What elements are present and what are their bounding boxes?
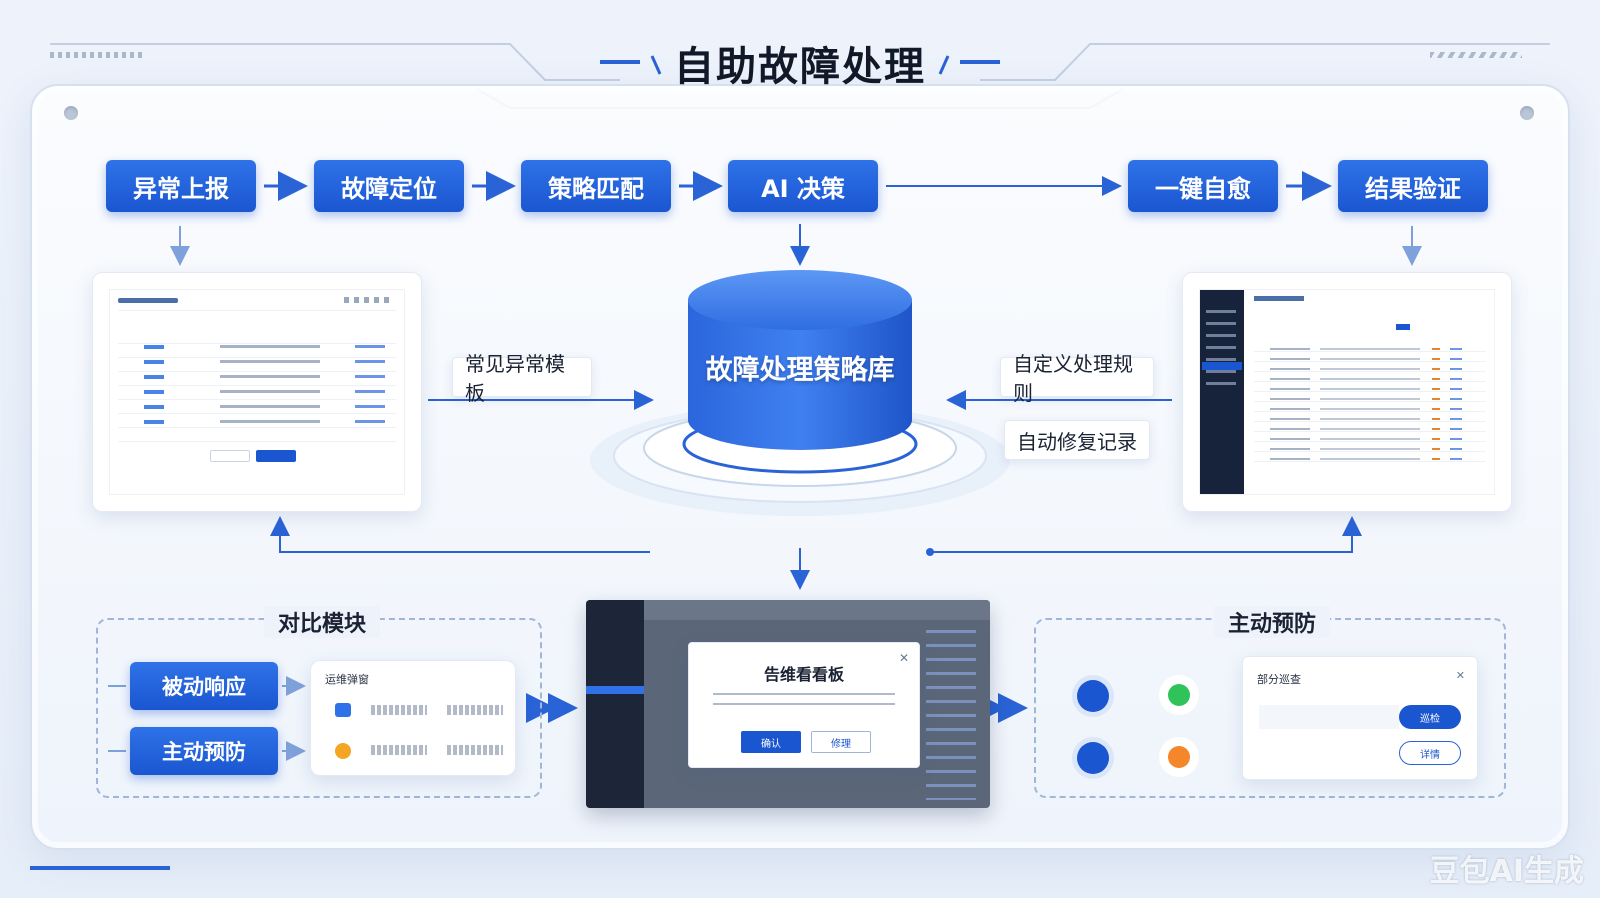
- passive-response-button[interactable]: 被动响应: [130, 662, 278, 710]
- verify-panel: [1182, 272, 1512, 512]
- flow-step-verify[interactable]: 结果验证: [1338, 160, 1488, 212]
- close-icon[interactable]: ✕: [1455, 669, 1465, 682]
- status-ok-icon: [1168, 684, 1190, 706]
- compare-title: 对比模块: [264, 606, 381, 638]
- warning-icon: [335, 743, 351, 759]
- mic-icon-2[interactable]: [1077, 742, 1109, 774]
- inspection-card-title: 部分巡查: [1257, 673, 1301, 686]
- report-panel-screen: [109, 289, 405, 495]
- alert-confirm-button[interactable]: 确认: [741, 731, 801, 753]
- repair-log-chip: 自动修复记录: [1004, 420, 1150, 460]
- alert-modal-title: 告维看看板: [763, 665, 844, 684]
- alert-cancel-button[interactable]: 修理: [811, 731, 871, 753]
- strategy-db-graphic: [590, 270, 1010, 516]
- watermark: 豆包AI生成: [1429, 854, 1584, 889]
- mic-icon-1[interactable]: [1077, 680, 1109, 712]
- alert-modal: 告维看看板 ✕ 确认 修理: [688, 642, 920, 768]
- frame-screw-right: [1520, 106, 1534, 120]
- inspect-button[interactable]: 巡检: [1399, 705, 1461, 729]
- inspection-card: 部分巡查 ✕ 巡检 详情: [1242, 656, 1478, 780]
- ops-popup-title: 运维弹窗: [325, 673, 369, 686]
- header-left-ticks: [50, 52, 142, 58]
- template-chip: 常见异常模板: [452, 352, 592, 405]
- report-panel: [92, 272, 422, 512]
- details-button[interactable]: 详情: [1399, 741, 1461, 765]
- chat-icon: [335, 703, 351, 717]
- custom-rules-chip: 自定义处理规则: [1000, 352, 1154, 405]
- active-prevention-button[interactable]: 主动预防: [130, 727, 278, 775]
- bottom-accent-left: [30, 866, 170, 870]
- strategy-db-label: 故障处理策略库: [705, 355, 895, 386]
- header-right-ticks: [1430, 52, 1522, 58]
- flow-step-match[interactable]: 策略匹配: [521, 160, 671, 212]
- flow-step-locate[interactable]: 故障定位: [314, 160, 464, 212]
- status-warn-icon: [1168, 746, 1190, 768]
- flow-step-heal[interactable]: 一键自愈: [1128, 160, 1278, 212]
- frame-screw-left: [64, 106, 78, 120]
- prevention-title: 主动预防: [1214, 606, 1331, 638]
- flow-step-report[interactable]: 异常上报: [106, 160, 256, 212]
- page-title: 自助故障处理: [674, 44, 926, 90]
- verify-panel-screen: [1199, 289, 1495, 495]
- ops-popup-card: 运维弹窗: [310, 660, 516, 776]
- close-icon[interactable]: ✕: [898, 651, 909, 665]
- flow-step-ai[interactable]: AI 决策: [728, 160, 878, 212]
